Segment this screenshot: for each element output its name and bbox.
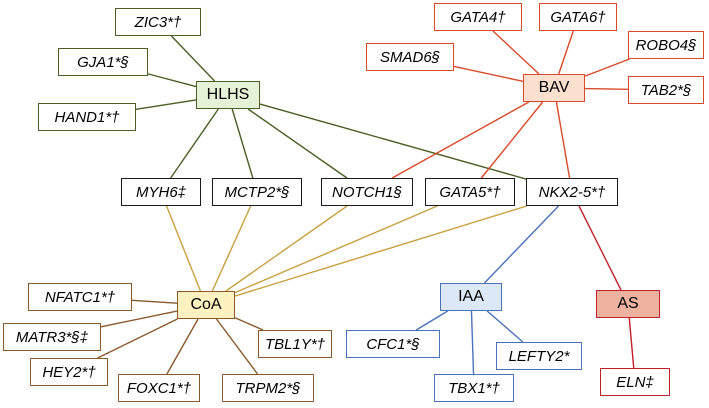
edge-bav-smad6 — [453, 65, 524, 83]
node-hey2: HEY2*† — [30, 358, 108, 386]
node-robo4: ROBO4§ — [628, 31, 704, 59]
node-tab2: TAB2*§ — [628, 76, 704, 104]
edge-iaa-lefty2 — [486, 310, 524, 343]
edge-coa-matr3 — [100, 310, 178, 328]
edge-coa-notch1 — [225, 205, 348, 292]
edge-hlhs-mctp2 — [231, 108, 254, 179]
edge-iaa-tbx1 — [470, 310, 475, 375]
edge-as-eln — [628, 317, 635, 369]
edge-iaa-cfc1 — [415, 310, 449, 331]
edge-hlhs-notch1 — [247, 108, 348, 179]
node-tbx1: TBX1*† — [434, 374, 514, 402]
edge-bav-gata4 — [492, 30, 540, 75]
edge-coa-tbl1y — [234, 317, 264, 331]
node-bav: BAV — [523, 74, 585, 102]
edge-coa-gata5 — [234, 205, 438, 294]
node-foxc1: FOXC1*† — [118, 374, 200, 402]
node-lefty2: LEFTY2* — [496, 342, 582, 370]
node-gja1: GJA1*§ — [58, 48, 148, 76]
node-myh6: MYH6‡ — [121, 178, 201, 206]
node-tbl1y: TBL1Y*† — [258, 330, 332, 358]
edge-bav-gata6 — [558, 30, 574, 75]
edge-coa-nfatc1 — [131, 299, 178, 304]
node-as: AS — [596, 290, 660, 318]
node-cfc1: CFC1*§ — [346, 330, 440, 358]
edge-bav-tab2 — [584, 87, 629, 91]
edge-hlhs-myh6 — [170, 108, 219, 179]
edge-iaa-nkx25 — [483, 205, 560, 284]
node-coa: CoA — [177, 291, 235, 319]
node-zic3: ZIC3*† — [115, 8, 201, 36]
node-trpm2: TRPM2*§ — [222, 374, 314, 402]
edge-coa-hey2 — [97, 318, 178, 359]
edge-coa-foxc1 — [166, 318, 199, 375]
node-mctp2: MCTP2*§ — [212, 178, 302, 206]
node-smad6: SMAD6§ — [366, 43, 454, 71]
node-gata4: GATA4† — [434, 3, 522, 31]
node-notch1: NOTCH1§ — [321, 178, 413, 206]
node-gata5: GATA5*† — [425, 178, 515, 206]
node-nfatc1: NFATC1*† — [28, 283, 132, 311]
node-nkx25: NKX2-5*† — [526, 178, 618, 206]
edge-hlhs-zic3 — [170, 35, 216, 82]
edge-coa-trpm2 — [215, 318, 259, 375]
node-gata6: GATA6† — [539, 3, 617, 31]
node-matr3: MATR3*§‡ — [3, 323, 101, 351]
edge-bav-robo4 — [584, 58, 630, 77]
node-hlhs: HLHS — [196, 81, 260, 109]
edge-coa-myh6 — [165, 205, 202, 292]
edge-hlhs-nkx25 — [259, 103, 527, 180]
node-hand1: HAND1*† — [38, 103, 136, 131]
edge-hlhs-hand1 — [135, 99, 197, 111]
edge-coa-nkx25 — [234, 205, 527, 297]
edge-bav-gata5 — [480, 101, 544, 179]
edge-bav-notch1 — [391, 101, 530, 179]
node-eln: ELN‡ — [600, 368, 670, 396]
edge-bav-nkx25 — [555, 101, 571, 179]
edge-coa-mctp2 — [211, 205, 252, 292]
edge-as-nkx25 — [578, 205, 622, 291]
node-iaa: IAA — [440, 283, 502, 311]
edge-hlhs-gja1 — [147, 73, 197, 88]
